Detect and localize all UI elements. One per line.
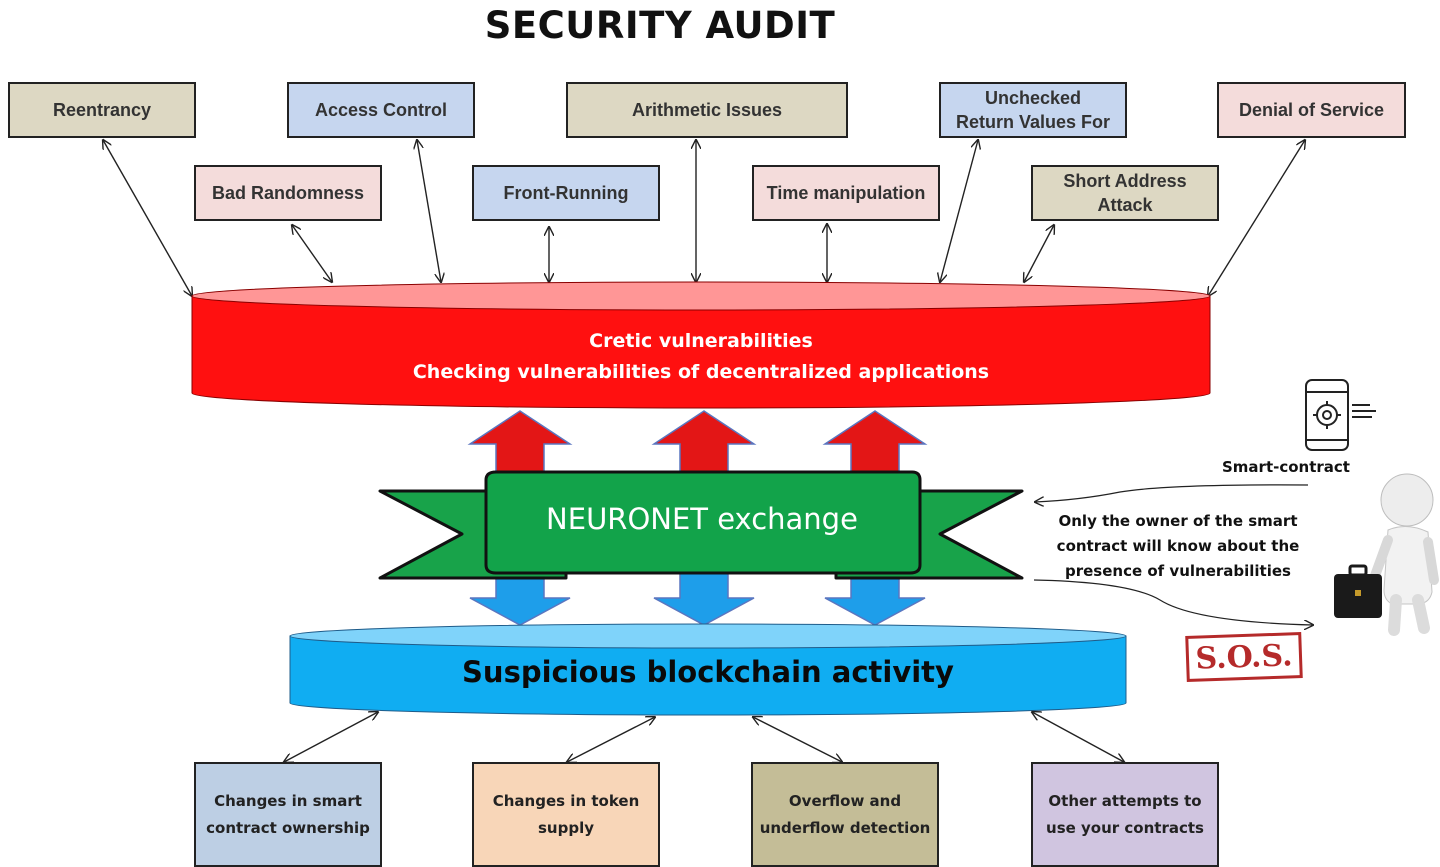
box-short-address-line1: Short Address: [1063, 171, 1187, 191]
sos-flow-line: [1033, 579, 1313, 625]
box-access-control-label: Access Control: [314, 100, 448, 120]
connector-bottom-2: [567, 717, 655, 762]
connector-reentrancy: [103, 140, 192, 296]
box-token-supply-line1: Changes in token: [492, 791, 640, 810]
blue-down-arrow-2: [653, 565, 755, 626]
owner-note: Only the owner of the smart contract wil…: [1028, 509, 1328, 584]
box-overflow-detection: Overflow and underflow detection: [751, 762, 939, 867]
box-short-address-line2: Attack: [1097, 195, 1153, 215]
box-ownership-line2: contract ownership: [206, 818, 370, 837]
connector-access-control: [417, 140, 441, 282]
connector-bad-randomness: [292, 225, 332, 282]
box-denial-of-service: Denial of Service: [1217, 82, 1406, 138]
diagram-title: SECURITY AUDIT: [484, 4, 836, 47]
suspicious-cylinder: [289, 623, 1127, 716]
owner-note-line3: presence of vulnerabilities: [1065, 562, 1291, 580]
box-overflow-line1: Overflow and: [788, 791, 902, 810]
connector-bottom-3: [753, 717, 842, 762]
box-other-attempts-line1: Other attempts to: [1048, 791, 1202, 810]
box-token-supply-line2: supply: [537, 818, 594, 837]
box-unchecked-line2: Return Values For: [955, 112, 1111, 132]
box-token-supply-changes: Changes in token supply: [472, 762, 660, 867]
critical-cylinder: [191, 281, 1211, 409]
box-unchecked-return-values: Unchecked Return Values For: [939, 82, 1127, 138]
smart-contract-label: Smart-contract: [1222, 458, 1350, 476]
box-front-running: Front-Running: [472, 165, 660, 221]
box-ownership-line1: Changes in smart: [214, 791, 362, 810]
box-other-attempts-line2: use your contracts: [1046, 818, 1204, 837]
suspicious-label: Suspicious blockchain activity: [462, 655, 954, 689]
connector-bottom-4: [1032, 712, 1124, 762]
smart-contract-flow-line: [1035, 484, 1309, 502]
connector-denial: [1208, 140, 1305, 296]
box-overflow-line2: underflow detection: [759, 818, 931, 837]
sos-stamp: S.O.S.: [1185, 631, 1303, 683]
neuronet-label: NEURONET exchange: [546, 502, 858, 536]
box-bad-randomness-label: Bad Randomness: [211, 183, 365, 203]
owner-note-line1: Only the owner of the smart: [1058, 512, 1298, 530]
person-with-briefcase-icon: [1334, 473, 1439, 636]
box-reentrancy: Reentrancy: [8, 82, 196, 138]
box-denial-label: Denial of Service: [1238, 100, 1385, 120]
box-time-manipulation: Time manipulation: [752, 165, 940, 221]
red-up-arrow-1: [467, 410, 573, 478]
box-bad-randomness: Bad Randomness: [194, 165, 382, 221]
connector-short-address: [1024, 225, 1054, 282]
owner-note-line2: contract will know about the: [1056, 537, 1300, 555]
box-reentrancy-label: Reentrancy: [52, 100, 152, 120]
critical-title: Cretic vulnerabilities: [589, 330, 813, 352]
connector-bottom-1: [284, 712, 378, 762]
box-short-address-attack: Short Address Attack: [1031, 165, 1219, 221]
neuronet-ribbon: [378, 470, 1024, 580]
box-unchecked-line1: Unchecked: [984, 88, 1082, 108]
box-arithmetic-issues: Arithmetic Issues: [566, 82, 848, 138]
box-front-running-label: Front-Running: [503, 183, 629, 203]
box-arithmetic-label: Arithmetic Issues: [631, 100, 783, 120]
red-up-arrow-2: [651, 410, 757, 478]
box-access-control: Access Control: [287, 82, 475, 138]
critical-subtitle: Checking vulnerabilities of decentralize…: [412, 361, 990, 383]
red-up-arrow-3: [822, 410, 928, 478]
box-ownership-changes: Changes in smart contract ownership: [194, 762, 382, 867]
box-other-attempts: Other attempts to use your contracts: [1031, 762, 1219, 867]
smartphone-gear-icon: [1305, 379, 1376, 451]
connector-unchecked: [940, 140, 978, 282]
box-time-manipulation-label: Time manipulation: [766, 183, 926, 203]
